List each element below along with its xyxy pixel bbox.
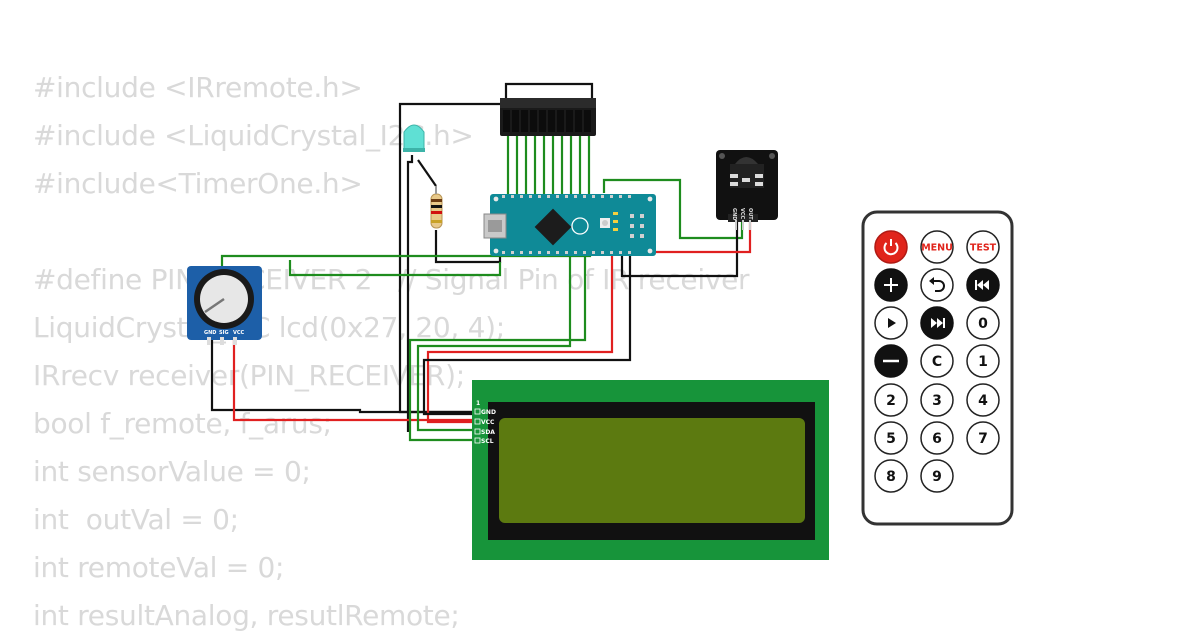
remote-test-button-label: TEST xyxy=(970,243,997,254)
remote-7-button-label: 7 xyxy=(978,431,988,447)
remote-0-button-label: 0 xyxy=(978,316,988,332)
wires xyxy=(210,82,752,442)
remote-6-button-label: 6 xyxy=(932,431,942,447)
remote-4-button[interactable]: 4 xyxy=(966,383,1000,417)
code-line: int outVal = 0; xyxy=(33,503,239,536)
remote-8-button-label: 8 xyxy=(886,469,896,485)
remote-0-button[interactable]: 0 xyxy=(966,306,1000,340)
previous-icon xyxy=(975,280,989,290)
remote-3-button-label: 3 xyxy=(932,393,942,409)
remote-power-button[interactable] xyxy=(874,230,908,264)
remote-2-button-label: 2 xyxy=(886,393,896,409)
remote-plus-button[interactable] xyxy=(874,268,908,302)
remote-c-button-label: C xyxy=(932,354,942,370)
remote-1-button-label: 1 xyxy=(978,354,988,370)
remote-5-button-label: 5 xyxy=(886,431,896,447)
ir-pin-out: OUT xyxy=(747,208,753,220)
remote-next-button[interactable] xyxy=(920,306,954,340)
header-connector xyxy=(500,98,596,136)
code-line: int resultAnalog, resutlRemote; xyxy=(33,599,460,632)
lcd-display[interactable]: 1 GND VCC SDA SCL xyxy=(472,380,829,560)
remote-c-button[interactable]: C xyxy=(920,344,954,378)
remote-1-button[interactable]: 1 xyxy=(966,344,1000,378)
next-icon xyxy=(931,318,945,328)
lcd-pin-gnd: GND xyxy=(481,409,496,416)
header-wires xyxy=(506,136,591,196)
remote-7-button[interactable]: 7 xyxy=(966,421,1000,455)
remote-play-button[interactable] xyxy=(874,306,908,340)
remote-prev-button[interactable] xyxy=(966,268,1000,302)
lcd-pin-1-label: 1 xyxy=(476,400,480,407)
code-line: bool f_remote, f_arus; xyxy=(33,407,332,440)
code-line: int sensorValue = 0; xyxy=(33,455,311,488)
arduino-nano[interactable] xyxy=(483,194,656,256)
led[interactable] xyxy=(403,124,425,152)
lcd-pin-scl: SCL xyxy=(481,438,494,445)
back-arrow-icon xyxy=(929,277,945,292)
remote-minus-button[interactable] xyxy=(874,344,908,378)
pot-pin-gnd: GND xyxy=(204,330,216,336)
code-line: #include <IRremote.h> xyxy=(33,71,363,104)
code-line: int remoteVal = 0; xyxy=(33,551,285,584)
remote-5-button[interactable]: 5 xyxy=(874,421,908,455)
remote-4-button-label: 4 xyxy=(978,393,988,409)
pot-pin-vcc: VCC xyxy=(233,330,245,336)
remote-9-button-label: 9 xyxy=(932,469,942,485)
ir-pin-vcc: VCC xyxy=(739,208,745,220)
remote-9-button[interactable]: 9 xyxy=(920,459,954,493)
remote-menu-button[interactable]: MENU xyxy=(920,230,954,264)
pot-pin-sig: SIG xyxy=(219,330,229,336)
lcd-pin-sda: SDA xyxy=(481,429,495,436)
remote-test-button[interactable]: TEST xyxy=(966,230,1000,264)
remote-buttons: MENU TEST 0C 1 2 3 4 5 6 7 8 9 xyxy=(874,230,1000,493)
remote-6-button[interactable]: 6 xyxy=(920,421,954,455)
ir-receiver[interactable]: GND VCC OUT xyxy=(716,150,778,230)
plus-icon xyxy=(884,278,898,292)
potentiometer[interactable]: GND SIG VCC xyxy=(187,266,262,345)
lcd-screen xyxy=(499,418,805,523)
remote-back-button[interactable] xyxy=(920,268,954,302)
power-icon xyxy=(883,239,899,256)
remote-menu-button-label: MENU xyxy=(921,243,953,254)
resistor[interactable] xyxy=(430,186,443,229)
remote-8-button[interactable]: 8 xyxy=(874,459,908,493)
code-line: #include<TimerOne.h> xyxy=(33,167,363,200)
play-icon xyxy=(888,318,896,328)
remote-2-button[interactable]: 2 xyxy=(874,383,908,417)
lcd-pin-vcc: VCC xyxy=(481,419,495,426)
ir-remote: MENU TEST 0C 1 2 3 4 5 6 7 8 9 xyxy=(861,210,1014,526)
ir-pin-gnd: GND xyxy=(731,208,737,220)
remote-3-button[interactable]: 3 xyxy=(920,383,954,417)
